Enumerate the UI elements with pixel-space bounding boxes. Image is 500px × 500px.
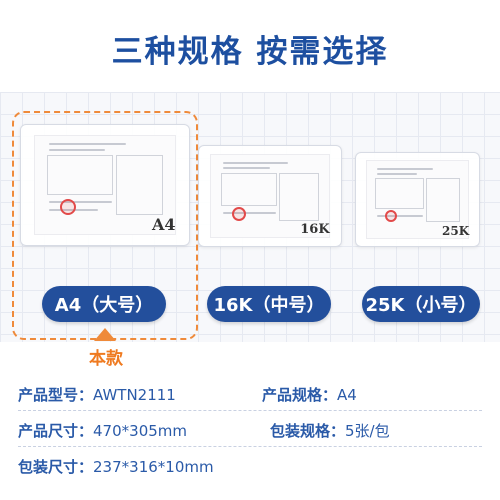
folder-a4-image: A4 bbox=[20, 124, 190, 246]
spec-value: 5张/包 bbox=[345, 422, 390, 440]
spec-size: 产品尺寸：470*305mm bbox=[18, 420, 187, 441]
size-button-25k[interactable]: 25K（小号） bbox=[362, 286, 480, 322]
spec-label: 产品型号： bbox=[18, 386, 94, 404]
size-mark-25k: 25K bbox=[442, 223, 470, 238]
size-mark-a4: A4 bbox=[152, 215, 176, 235]
red-stamp-icon bbox=[232, 207, 247, 222]
spec-value: A4 bbox=[337, 386, 357, 404]
size-mark-16k: 16K bbox=[300, 222, 330, 237]
folder-25k-image: 25K bbox=[355, 152, 480, 247]
size-button-a4[interactable]: A4（大号） bbox=[42, 286, 166, 322]
spec-packing: 包装规格：5张/包 bbox=[270, 420, 390, 441]
spec-label: 产品尺寸： bbox=[18, 422, 94, 440]
divider bbox=[18, 446, 482, 447]
selected-model-label: 本款 bbox=[89, 349, 123, 369]
divider bbox=[18, 410, 482, 411]
document-preview bbox=[365, 160, 470, 239]
folder-16k-image: 16K bbox=[198, 145, 342, 247]
spec-label: 包装规格： bbox=[270, 422, 346, 440]
spec-value: 470*305mm bbox=[93, 422, 187, 440]
size-button-16k[interactable]: 16K（中号） bbox=[207, 286, 331, 322]
spec-label: 产品规格： bbox=[262, 386, 338, 404]
spec-model: 产品型号：AWTN2111 bbox=[18, 384, 176, 405]
spec-value: 237*316*10mm bbox=[93, 458, 214, 476]
page-title: 三种规格 按需选择 bbox=[111, 34, 389, 70]
up-arrow-icon bbox=[94, 328, 116, 341]
spec-spec: 产品规格：A4 bbox=[262, 384, 357, 405]
document-preview bbox=[210, 154, 330, 238]
spec-value: AWTN2111 bbox=[93, 386, 176, 404]
red-stamp-icon bbox=[60, 198, 77, 215]
document-preview bbox=[34, 134, 176, 236]
spec-pack-size: 包装尺寸：237*316*10mm bbox=[18, 456, 214, 477]
spec-label: 包装尺寸： bbox=[18, 458, 94, 476]
red-stamp-icon bbox=[385, 210, 398, 223]
